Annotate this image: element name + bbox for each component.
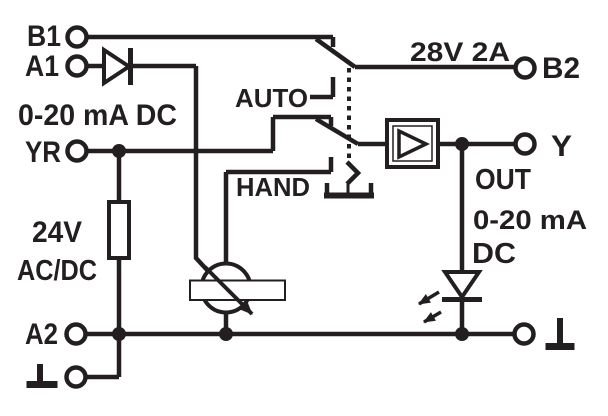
manual-actuator-icon xyxy=(324,183,374,199)
wire-hand xyxy=(223,157,334,264)
terminals xyxy=(64,25,537,389)
terminal-label-b2: B2 xyxy=(542,52,580,85)
led-arrow-icon xyxy=(418,290,440,306)
wire-b1 xyxy=(87,34,336,47)
terminal-label-b1: B1 xyxy=(27,20,61,53)
terminal-a1 xyxy=(65,54,89,78)
supply-voltage-label: 24V xyxy=(32,216,82,249)
wire-yr-auto xyxy=(87,114,334,154)
relay-blade-1 xyxy=(314,37,357,69)
labels: B1 A1 0-20 mA DC YR AUTO HAND 24V AC/DC … xyxy=(17,20,587,351)
contact-auto xyxy=(310,77,336,100)
resistor-icon xyxy=(107,200,131,260)
output-signal-type-label: DC xyxy=(472,238,516,270)
input-signal-label: 0-20 mA DC xyxy=(18,99,177,132)
terminal-ground-right xyxy=(512,322,536,346)
terminal-yr xyxy=(65,139,89,163)
wires xyxy=(85,34,515,380)
wire-ground-link xyxy=(85,334,122,380)
terminal-label-yr: YR xyxy=(25,136,61,169)
ground-icon-left xyxy=(26,364,58,388)
output-signal-label: 0-20 mA xyxy=(473,205,587,235)
junction-dots xyxy=(112,137,469,341)
led-icon xyxy=(418,270,483,324)
terminal-label-a2: A2 xyxy=(25,318,58,351)
adjust-arrow-icon xyxy=(203,265,254,316)
ground-icon-right xyxy=(545,318,575,350)
terminal-b2 xyxy=(513,56,537,80)
terminal-a2 xyxy=(64,322,88,346)
contact-rating-label: 28V 2A xyxy=(410,37,510,67)
out-label: OUT xyxy=(475,164,531,196)
terminal-ground-left xyxy=(64,365,88,389)
mode-hand-label: HAND xyxy=(236,172,310,202)
potentiometer-icon xyxy=(189,261,286,316)
supply-type-label: AC/DC xyxy=(17,255,97,287)
amplifier-icon xyxy=(385,118,440,169)
actuator-chevron-icon xyxy=(345,160,362,186)
terminal-label-a1: A1 xyxy=(25,50,59,83)
relay-mechanical-link xyxy=(324,68,374,199)
wire-a1-supply xyxy=(87,63,210,273)
terminal-label-y: Y xyxy=(551,130,572,163)
relay-blade-2 xyxy=(314,117,360,146)
terminal-y xyxy=(513,132,537,156)
led-arrow-icon xyxy=(423,310,442,324)
diode-icon xyxy=(102,46,133,87)
mode-auto-label: AUTO xyxy=(235,83,308,113)
terminal-b1 xyxy=(65,25,89,49)
